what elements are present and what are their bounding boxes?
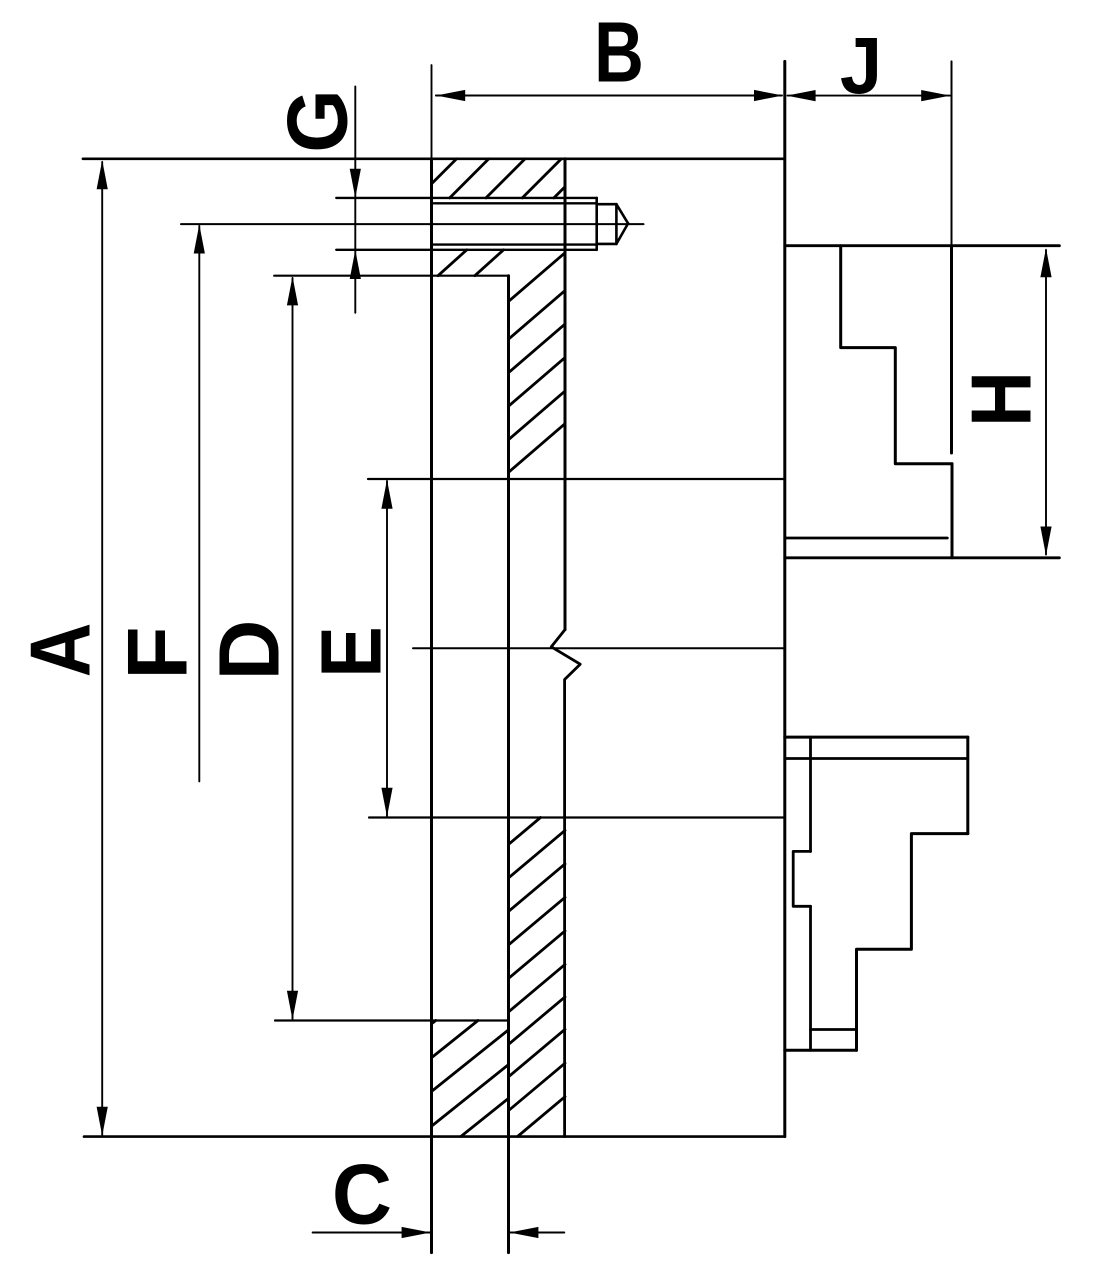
svg-text:H: H [954, 371, 1049, 427]
svg-text:E: E [304, 626, 399, 678]
svg-text:B: B [594, 6, 644, 101]
svg-text:G: G [270, 89, 365, 152]
svg-text:F: F [111, 626, 206, 679]
svg-text:J: J [840, 20, 882, 110]
svg-text:A: A [14, 623, 109, 678]
svg-text:C: C [332, 1147, 392, 1242]
svg-text:D: D [201, 620, 296, 681]
